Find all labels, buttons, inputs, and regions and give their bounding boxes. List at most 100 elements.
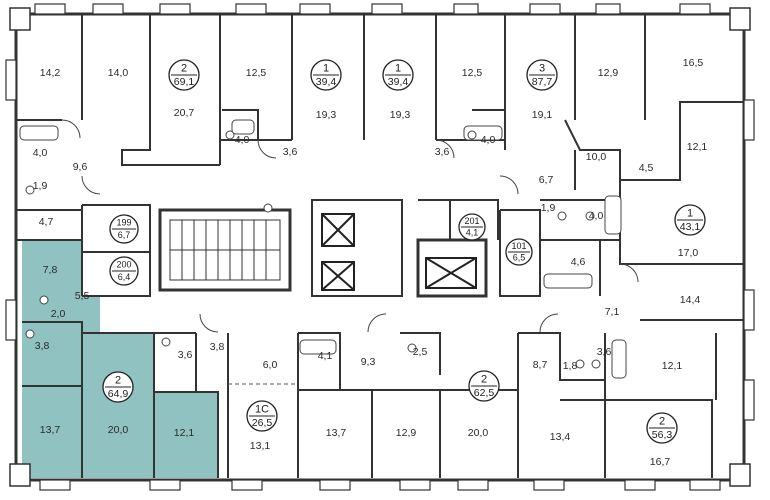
- room-area-label: 2,5: [413, 346, 428, 358]
- room-area-label: 4,0: [33, 147, 48, 159]
- badge-room-count: 1: [323, 63, 329, 75]
- door-arcs: [61, 119, 639, 333]
- room-area-label: 12,1: [662, 360, 683, 372]
- side-windows: [5, 59, 755, 421]
- badge-area: 6,4: [118, 272, 131, 282]
- room-area-label: 4,1: [318, 350, 333, 362]
- room-area-label: 3,6: [178, 349, 193, 361]
- room-area-label: 20,0: [468, 427, 489, 439]
- room-area-label: 3,8: [35, 340, 50, 352]
- badge-area: 4,1: [466, 228, 479, 238]
- badge-room-count: 101: [511, 241, 526, 251]
- apartment-badge[interactable]: 262,5: [468, 370, 500, 402]
- apartment-badge[interactable]: 256,3: [646, 412, 678, 444]
- room-area-label: 19,3: [390, 109, 411, 121]
- bathtub-icon: [19, 119, 627, 379]
- badge-room-count: 201: [464, 216, 479, 226]
- badge-area: 56,3: [652, 429, 673, 441]
- room-area-label: 1,8: [563, 360, 578, 372]
- room-area-label: 12,1: [174, 427, 195, 439]
- room-area-label: 2,0: [51, 308, 66, 320]
- room-area-label: 12,9: [396, 427, 417, 439]
- badge-room-count: 2: [115, 375, 121, 387]
- badge-room-count: 2: [659, 416, 665, 428]
- room-area-label: 16,7: [650, 456, 671, 468]
- bottom-windows: [39, 479, 721, 491]
- room-area-label: 5,5: [75, 290, 90, 302]
- room-area-label: 12,5: [462, 67, 483, 79]
- room-area-label: 7,8: [43, 264, 58, 276]
- badge-area: 39,4: [316, 76, 337, 88]
- badge-room-count: 2: [481, 374, 487, 386]
- elevator-icon: [321, 213, 477, 291]
- badge-area: 87,7: [532, 76, 553, 88]
- apartment-badge[interactable]: 387,7: [526, 59, 558, 91]
- room-area-label: 13,1: [250, 440, 271, 452]
- badge-area: 26,5: [252, 417, 273, 429]
- room-area-label: 14,0: [108, 67, 129, 79]
- room-area-label: 12,9: [598, 67, 619, 79]
- badge-area: 62,5: [474, 387, 495, 399]
- badge-room-count: 200: [116, 259, 131, 269]
- room-area-label: 3,6: [283, 146, 298, 158]
- room-area-label: 4,0: [235, 134, 250, 146]
- room-area-label: 4,0: [589, 210, 604, 222]
- room-area-label: 4,5: [639, 162, 654, 174]
- room-area-label: 4,7: [39, 216, 54, 228]
- apartment-badge[interactable]: 264,9: [102, 371, 134, 403]
- room-area-label: 8,7: [533, 359, 548, 371]
- badge-area: 6,7: [118, 230, 131, 240]
- toilet-icon: [25, 130, 601, 369]
- room-area-label: 4,0: [481, 134, 496, 146]
- room-area-label: 14,4: [680, 294, 701, 306]
- room-area-label: 20,0: [108, 424, 129, 436]
- badge-area: 69,1: [174, 76, 195, 88]
- badge-room-count: 2: [181, 63, 187, 75]
- apartment-badge[interactable]: 269,1: [168, 59, 200, 91]
- room-area-label: 9,3: [361, 356, 376, 368]
- room-area-label: 7,1: [605, 306, 620, 318]
- badge-room-count: 199: [116, 217, 131, 227]
- room-area-label: 13,4: [550, 431, 571, 443]
- badge-area: 64,9: [108, 388, 129, 400]
- room-area-label: 12,1: [687, 141, 708, 153]
- apartment-badge[interactable]: 143,1: [674, 204, 706, 236]
- room-area-label: 3,6: [597, 346, 612, 358]
- room-area-label: 4,6: [571, 256, 586, 268]
- apartment-badge[interactable]: 139,4: [382, 59, 414, 91]
- badge-area: 43,1: [680, 221, 701, 233]
- room-area-label: 14,2: [40, 67, 61, 79]
- room-area-label: 3,6: [435, 146, 450, 158]
- stairs-icon: [169, 219, 281, 281]
- room-area-label: 1,9: [33, 180, 48, 192]
- room-area-label: 10,0: [586, 151, 607, 163]
- apartment-badges: 269,1139,4139,4387,71996,72006,42014,110…: [102, 59, 706, 444]
- room-area-label: 19,1: [532, 109, 553, 121]
- room-area-label: 16,5: [683, 57, 704, 69]
- badge-area: 6,5: [513, 253, 526, 263]
- apartment-badge[interactable]: 139,4: [310, 59, 342, 91]
- room-area-label: 13,7: [326, 427, 347, 439]
- badge-room-count: 1: [687, 208, 693, 220]
- room-area-label: 12,5: [246, 67, 267, 79]
- room-area-label: 17,0: [678, 247, 699, 259]
- highlighted-apartment[interactable]: [22, 240, 218, 478]
- room-area-label: 13,7: [40, 424, 61, 436]
- badge-area: 39,4: [388, 76, 409, 88]
- badge-room-count: 3: [539, 63, 545, 75]
- room-area-label: 19,3: [316, 109, 337, 121]
- room-area-label: 3,8: [210, 341, 225, 353]
- room-area-label: 1,9: [541, 202, 556, 214]
- badge-room-count: 1С: [255, 404, 269, 416]
- room-area-label: 6,7: [539, 174, 554, 186]
- room-area-label: 6,0: [263, 359, 278, 371]
- top-windows: [34, 3, 711, 15]
- highlighted-apartment-fill: [22, 240, 218, 478]
